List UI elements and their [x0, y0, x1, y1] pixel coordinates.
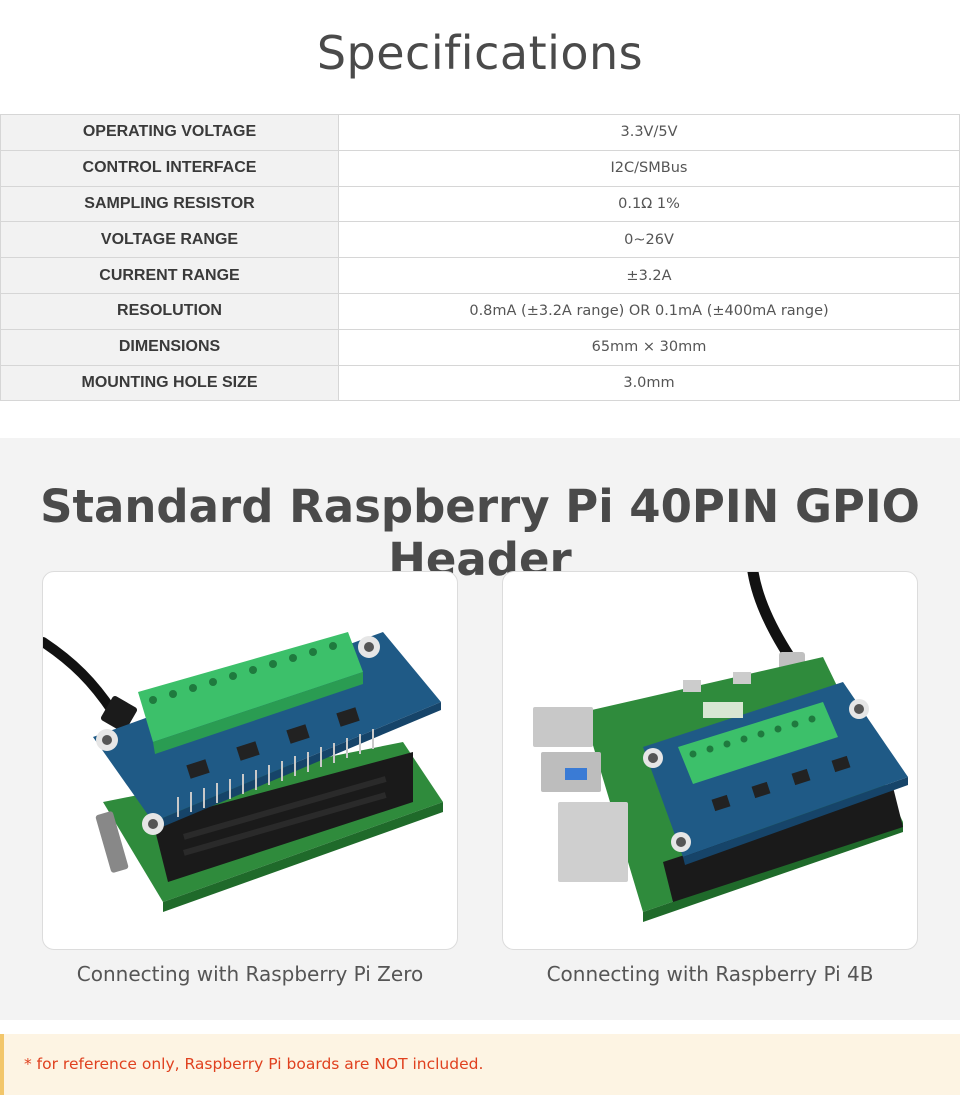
table-row: OPERATING VOLTAGE 3.3V/5V — [0, 114, 960, 151]
specifications-title: Specifications — [316, 26, 644, 80]
pi-zero-caption: Connecting with Raspberry Pi Zero — [76, 962, 424, 986]
spec-value: 3.3V/5V — [338, 114, 960, 151]
spec-value: 65mm × 30mm — [338, 328, 960, 366]
table-row: RESOLUTION 0.8mA (±3.2A range) OR 0.1mA … — [0, 292, 960, 330]
spec-key: VOLTAGE RANGE — [0, 221, 339, 259]
spec-value: 0~26V — [338, 221, 960, 259]
spec-value: ±3.2A — [338, 257, 960, 294]
table-row: SAMPLING RESISTOR 0.1Ω 1% — [0, 185, 960, 223]
pi-zero-image-card — [42, 571, 458, 950]
spec-key: CONTROL INTERFACE — [0, 149, 339, 187]
spec-value: I2C/SMBus — [338, 149, 960, 187]
gpio-title: Standard Raspberry Pi 40PIN GPIO Header — [40, 480, 920, 586]
table-row: CONTROL INTERFACE I2C/SMBus — [0, 149, 960, 187]
spec-key: OPERATING VOLTAGE — [0, 114, 339, 151]
table-row: DIMENSIONS 65mm × 30mm — [0, 328, 960, 366]
spec-key: SAMPLING RESISTOR — [0, 185, 339, 223]
table-row: VOLTAGE RANGE 0~26V — [0, 221, 960, 259]
spec-value: 3.0mm — [338, 364, 960, 402]
pi-4b-product-image — [533, 572, 908, 922]
table-row: MOUNTING HOLE SIZE 3.0mm — [0, 364, 960, 402]
reference-note-text: * for reference only, Raspberry Pi board… — [24, 1055, 484, 1073]
spec-key: CURRENT RANGE — [0, 257, 339, 294]
specifications-section: Specifications OPERATING VOLTAGE 3.3V/5V… — [0, 0, 960, 438]
gpio-section: Standard Raspberry Pi 40PIN GPIO Header — [0, 438, 960, 1020]
spec-key: MOUNTING HOLE SIZE — [0, 364, 339, 402]
spec-value: 0.8mA (±3.2A range) OR 0.1mA (±400mA ran… — [338, 292, 960, 330]
pi-4b-caption: Connecting with Raspberry Pi 4B — [546, 962, 874, 986]
spec-key: DIMENSIONS — [0, 328, 339, 366]
spec-value: 0.1Ω 1% — [338, 185, 960, 223]
reference-note-bar: * for reference only, Raspberry Pi board… — [0, 1034, 960, 1095]
pi-zero-product-image — [43, 632, 443, 912]
pi-4b-image-card — [502, 571, 918, 950]
specifications-table: OPERATING VOLTAGE 3.3V/5V CONTROL INTERF… — [0, 114, 960, 402]
table-row: CURRENT RANGE ±3.2A — [0, 257, 960, 294]
spec-key: RESOLUTION — [0, 292, 339, 330]
